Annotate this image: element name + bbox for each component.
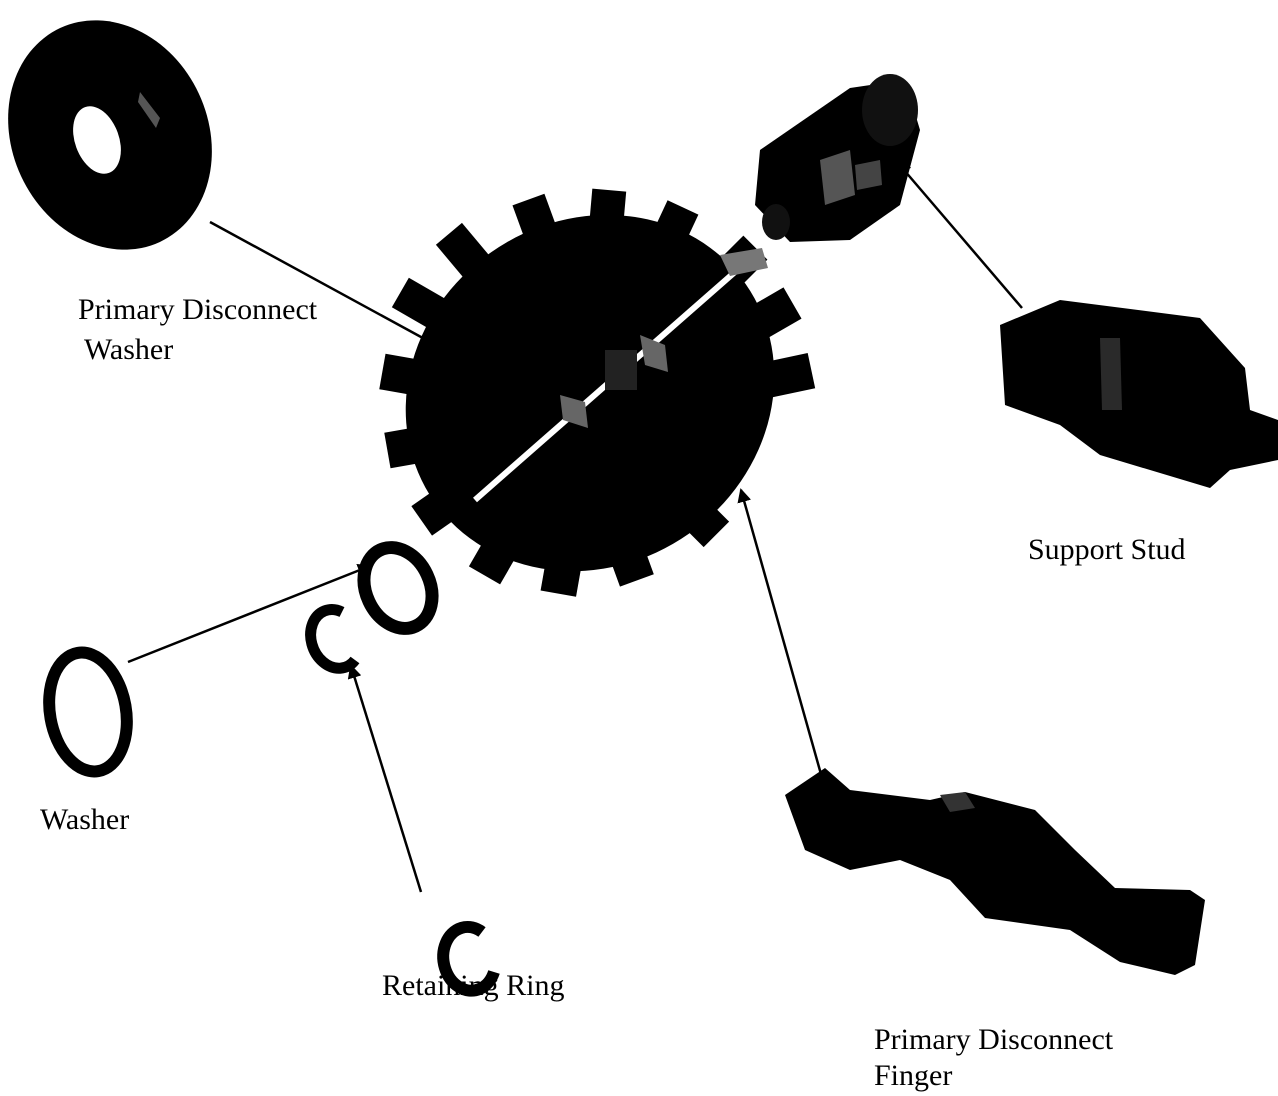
label-primary-disconnect-washer-line1: Primary Disconnect <box>78 292 317 328</box>
leader-line-finger <box>741 490 826 792</box>
washer-ring-part <box>351 536 445 639</box>
retaining-ring-part <box>311 610 355 669</box>
label-primary-disconnect-washer-line2: Washer <box>84 332 173 368</box>
support-stud-large-part <box>1000 300 1278 488</box>
washer-ring-detail-part <box>40 646 136 777</box>
label-support-stud: Support Stud <box>1028 532 1186 568</box>
label-primary-disconnect-finger-line2: Finger <box>874 1058 952 1094</box>
label-primary-disconnect-finger-line1: Primary Disconnect <box>874 1022 1113 1058</box>
primary-disconnect-finger-part <box>785 768 1205 975</box>
support-stud-small-part <box>755 74 920 242</box>
label-retaining-ring: Retaining Ring <box>382 968 565 1004</box>
leader-line-retaining-ring <box>351 666 421 892</box>
primary-disconnect-washer-part <box>0 0 249 283</box>
leader-line-support-stud <box>898 163 1022 308</box>
label-washer: Washer <box>40 802 129 838</box>
